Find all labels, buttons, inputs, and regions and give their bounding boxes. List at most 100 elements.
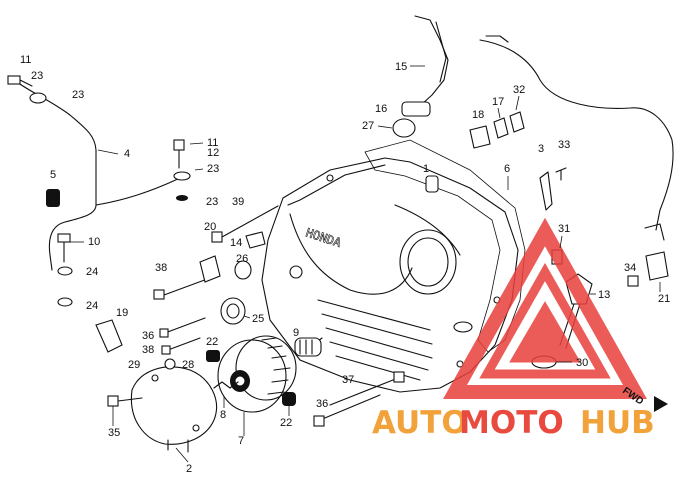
part-number-p22b: 22 <box>280 417 292 429</box>
part-number-p25: 25 <box>252 313 264 325</box>
part-number-p21: 21 <box>658 293 670 305</box>
watermark-triangle-2 <box>479 262 611 379</box>
part-number-p30: 30 <box>576 357 588 369</box>
part-number-p15: 15 <box>395 61 407 73</box>
washer-29 <box>164 358 176 370</box>
part-number-p24b: 24 <box>86 300 98 312</box>
part-number-p22a: 22 <box>206 336 218 348</box>
bolt-34 <box>627 275 639 287</box>
leader-line-p17 <box>497 107 501 119</box>
part-number-p32: 32 <box>513 84 525 96</box>
bolt-10 <box>57 233 71 263</box>
part-number-p11b: 11 <box>207 137 218 149</box>
speedo-cable <box>479 39 674 231</box>
spring-9 <box>294 337 323 357</box>
part-number-p5: 5 <box>50 169 56 181</box>
bolt-33 <box>555 167 567 181</box>
part-labels: 1123234511122323102424193920143826253638… <box>20 54 670 475</box>
oil-filter-7 <box>217 335 297 413</box>
part-number-p12: 12 <box>207 147 219 159</box>
part-number-p11a: 11 <box>20 54 31 66</box>
leader-line-p11b <box>189 142 204 145</box>
part-number-p35: 35 <box>108 427 120 439</box>
spring-8 <box>213 381 239 389</box>
automotohub-watermark: AUTO MOTO HUB <box>372 217 655 441</box>
clip-14 <box>245 231 266 249</box>
nut-22a <box>206 350 220 362</box>
washer-24b <box>57 297 73 307</box>
part-number-p34: 34 <box>624 262 636 274</box>
part-number-p28: 28 <box>182 359 194 371</box>
part-number-p16: 16 <box>375 103 387 115</box>
bolt-37 <box>329 371 405 406</box>
part-number-p38b: 38 <box>142 344 154 356</box>
bolt-38 <box>153 277 211 300</box>
part-number-p6: 6 <box>504 163 510 175</box>
bracket-3 <box>539 171 553 211</box>
part-number-p31: 31 <box>558 223 570 235</box>
clutch-cable <box>13 79 97 271</box>
filter-cover-2 <box>130 366 218 453</box>
seal-27 <box>392 118 416 138</box>
part-number-p36a: 36 <box>142 330 154 342</box>
crankcase-cover: HONDA <box>261 157 519 393</box>
leader-line-p27 <box>377 125 393 129</box>
part-number-p38a: 38 <box>155 262 167 274</box>
part-number-p13: 13 <box>598 289 610 301</box>
part-number-p29: 29 <box>128 359 140 371</box>
part-number-p17: 17 <box>492 96 504 108</box>
part-number-p36b: 36 <box>316 398 328 410</box>
leader-line-p4 <box>97 149 119 155</box>
part-number-p2: 2 <box>186 463 192 475</box>
nut-22b <box>282 392 296 406</box>
part-number-p10: 10 <box>88 236 100 248</box>
leader-line-p25 <box>243 315 251 319</box>
washer-23-mid <box>176 195 188 201</box>
watermark-text-auto: AUTO <box>372 405 468 441</box>
clip-17 <box>493 117 509 139</box>
part-number-p3: 3 <box>538 143 544 155</box>
part-number-p23b: 23 <box>72 89 84 101</box>
cable-arm <box>414 15 449 105</box>
clip-32 <box>509 111 525 133</box>
bolt-11 <box>7 75 33 87</box>
part-number-p23c: 23 <box>207 163 219 175</box>
part-number-p23d: 23 <box>206 196 218 208</box>
part-number-p18: 18 <box>472 109 484 121</box>
bracket-21 <box>645 251 669 281</box>
bolt-1 <box>425 175 439 193</box>
part-number-p33: 33 <box>558 139 570 151</box>
plate-18 <box>469 125 491 149</box>
part-number-p26: 26 <box>236 253 248 265</box>
bolt-36a <box>164 317 206 334</box>
grommet-5 <box>46 189 60 207</box>
washer-24a <box>57 266 73 276</box>
part-number-p4: 4 <box>124 148 130 160</box>
part-number-p1: 1 <box>423 163 429 175</box>
leader-line-p2 <box>175 447 189 463</box>
bracket-19 <box>95 319 123 353</box>
part-number-p19: 19 <box>116 307 128 319</box>
oil-seal-25 <box>220 297 246 325</box>
seal-26 <box>199 255 252 283</box>
part-number-p39: 39 <box>232 196 244 208</box>
part-number-p27: 27 <box>362 120 374 132</box>
part-number-p20: 20 <box>204 221 216 233</box>
part-number-p8: 8 <box>220 409 226 421</box>
part-number-p24a: 24 <box>86 266 98 278</box>
watermark-triangle-3 <box>509 301 581 363</box>
bolt-36b <box>313 394 381 427</box>
part-number-p37: 37 <box>342 374 354 386</box>
watermark-triangles <box>443 217 647 399</box>
part-number-p9: 9 <box>293 327 299 339</box>
part-number-p14: 14 <box>230 237 242 249</box>
leader-line-p32 <box>515 95 520 111</box>
spring-16 <box>401 101 431 117</box>
watermark-text-hub: HUB <box>580 405 655 441</box>
leader-line-p31 <box>559 235 563 249</box>
bolt-11-12 <box>173 139 191 181</box>
leader-line-p23c <box>194 168 204 171</box>
watermark-triangle-1 <box>443 217 647 399</box>
